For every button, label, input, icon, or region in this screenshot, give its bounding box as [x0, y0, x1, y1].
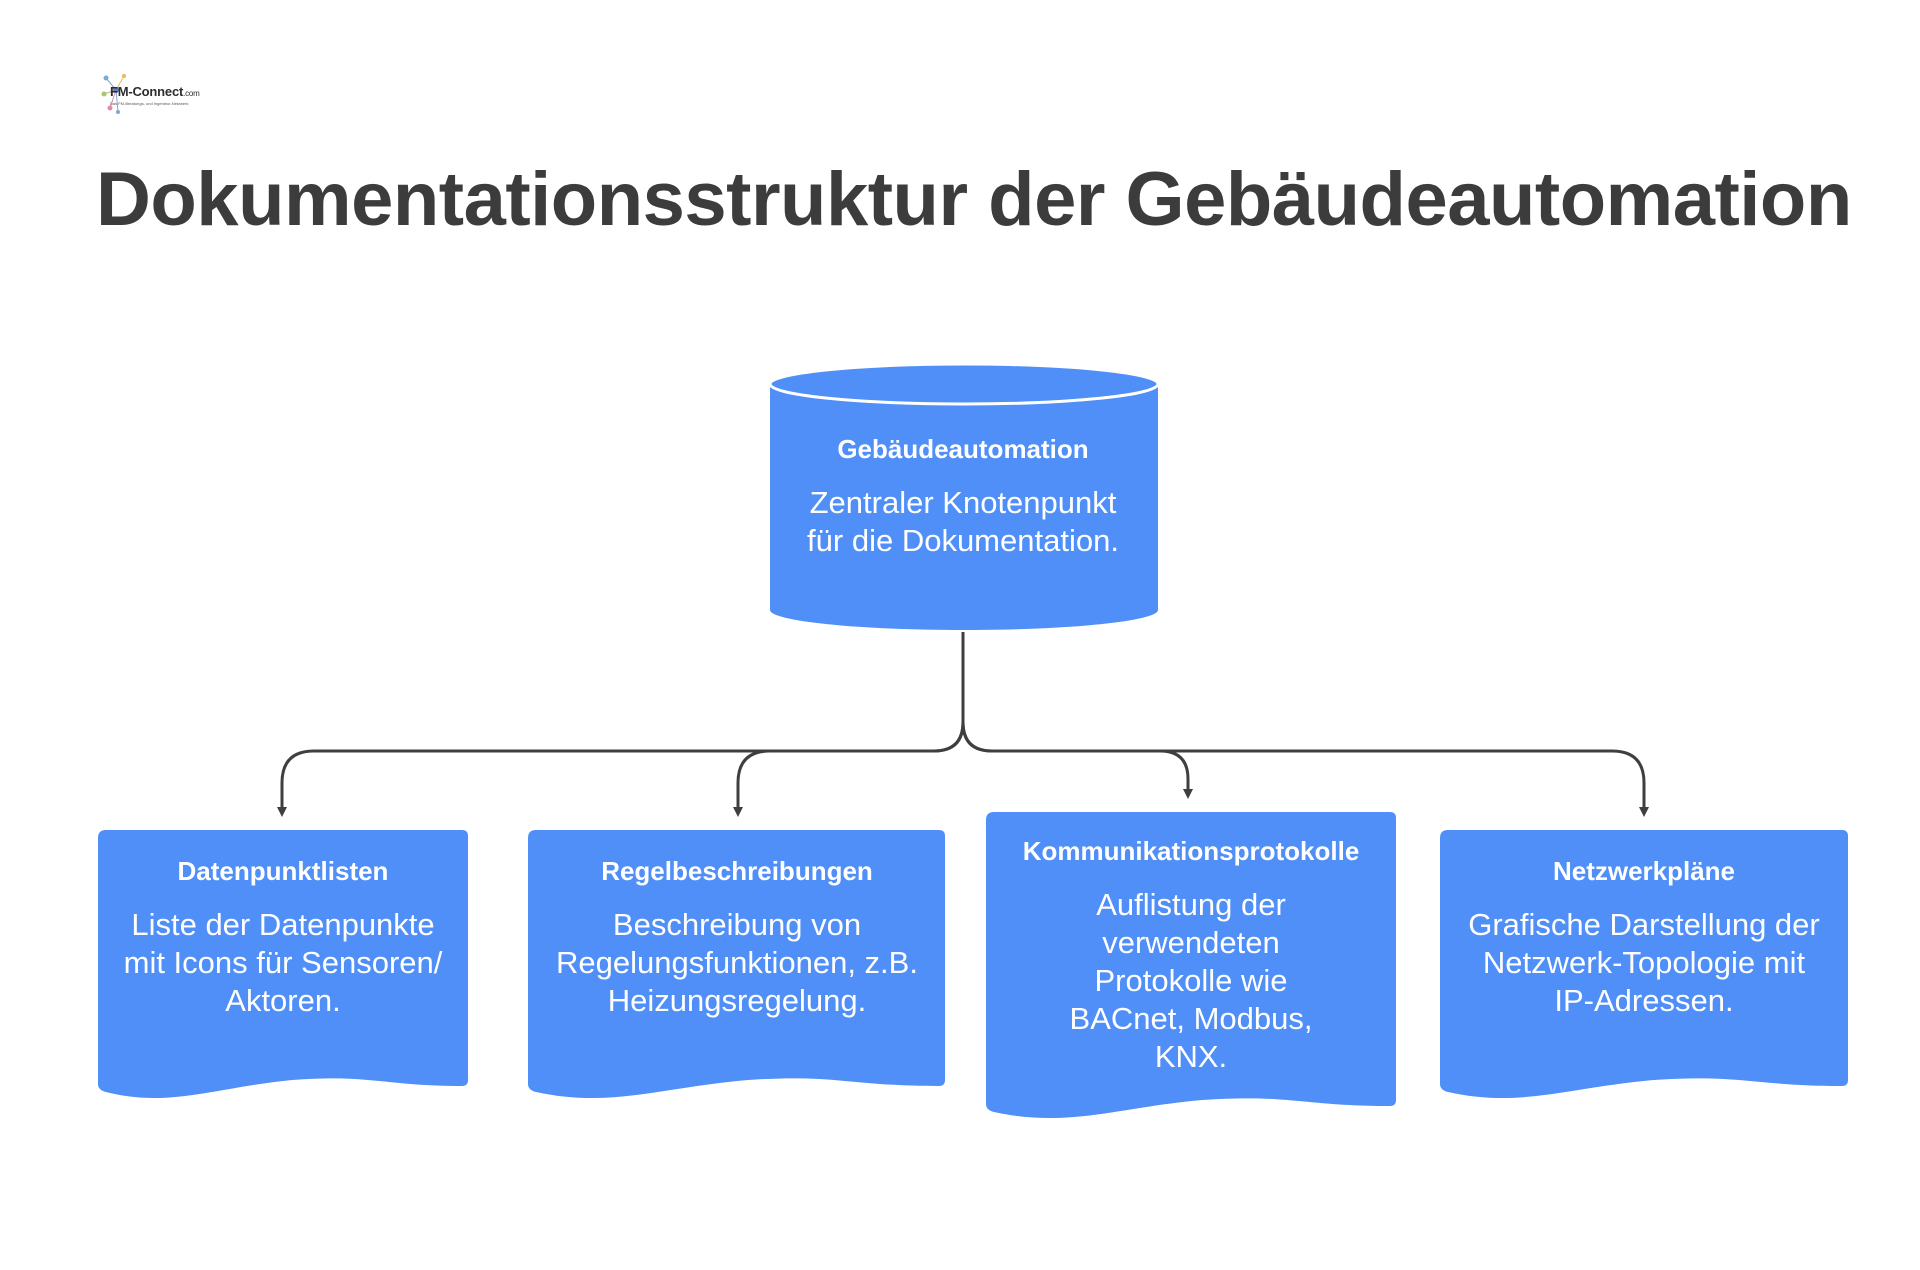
root-node-title: Gebäudeautomation	[837, 434, 1089, 464]
child-node-kommunikationsprotokolle: Kommunikationsprotokolle Auflistung der …	[1004, 834, 1378, 1076]
child-node-regelbeschreibungen: Regelbeschreibungen Beschreibung von Reg…	[552, 854, 922, 1020]
child-node-description: Auflistung der verwendeten Protokolle wi…	[1069, 887, 1313, 1074]
child-node-title: Kommunikationsprotokolle	[1022, 836, 1360, 866]
child-node-netzwerkplaene: Netzwerkpläne Grafische Darstellung der …	[1462, 854, 1826, 1020]
root-cylinder-body	[770, 384, 1158, 630]
connector-root-to-netzwerkplaene	[961, 632, 1649, 817]
logo-tagline: Das FM-Beratungs- und Ingenieur-Netzwerk	[110, 101, 189, 106]
logo-network-icon	[101, 74, 126, 114]
connectors	[277, 632, 1649, 817]
netzwerkplaene-document-shape	[1440, 830, 1848, 1099]
child-node-title: Regelbeschreibungen	[601, 856, 873, 886]
connector-root-to-datenpunktlisten	[277, 632, 965, 817]
page-title: Dokumentationsstruktur der Gebäudeautoma…	[96, 157, 1852, 242]
root-node-description: Zentraler Knotenpunkt für die Dokumentat…	[807, 485, 1119, 558]
fm-connect-logo: FM-Connect.com Das FM-Beratungs- und Ing…	[100, 72, 200, 118]
child-node-title: Datenpunktlisten	[177, 856, 389, 886]
child-node-description: Beschreibung von Regelungsfunktionen, z.…	[556, 907, 918, 1018]
kommunikationsprotokolle-document-shape	[986, 812, 1396, 1119]
root-node: Gebäudeautomation Zentraler Knotenpunkt …	[780, 432, 1146, 560]
root-cylinder-top	[768, 362, 1160, 406]
connector-root-to-kommunikationsprotokolle	[961, 632, 1193, 799]
child-node-title: Netzwerkpläne	[1552, 856, 1736, 886]
connector-root-to-regelbeschreibungen	[733, 632, 965, 817]
root-cylinder-shape	[768, 362, 1160, 630]
regelbeschreibungen-document-shape	[528, 830, 945, 1099]
child-node-description: Liste der Datenpunkte mit Icons für Sens…	[123, 907, 443, 1018]
child-node-description: Grafische Darstellung der Netzwerk-Topol…	[1468, 907, 1820, 1018]
datenpunktlisten-document-shape	[98, 830, 468, 1099]
child-node-datenpunktlisten: Datenpunktlisten Liste der Datenpunkte m…	[122, 854, 444, 1020]
logo-wordmark: FM-Connect.com	[110, 84, 200, 99]
